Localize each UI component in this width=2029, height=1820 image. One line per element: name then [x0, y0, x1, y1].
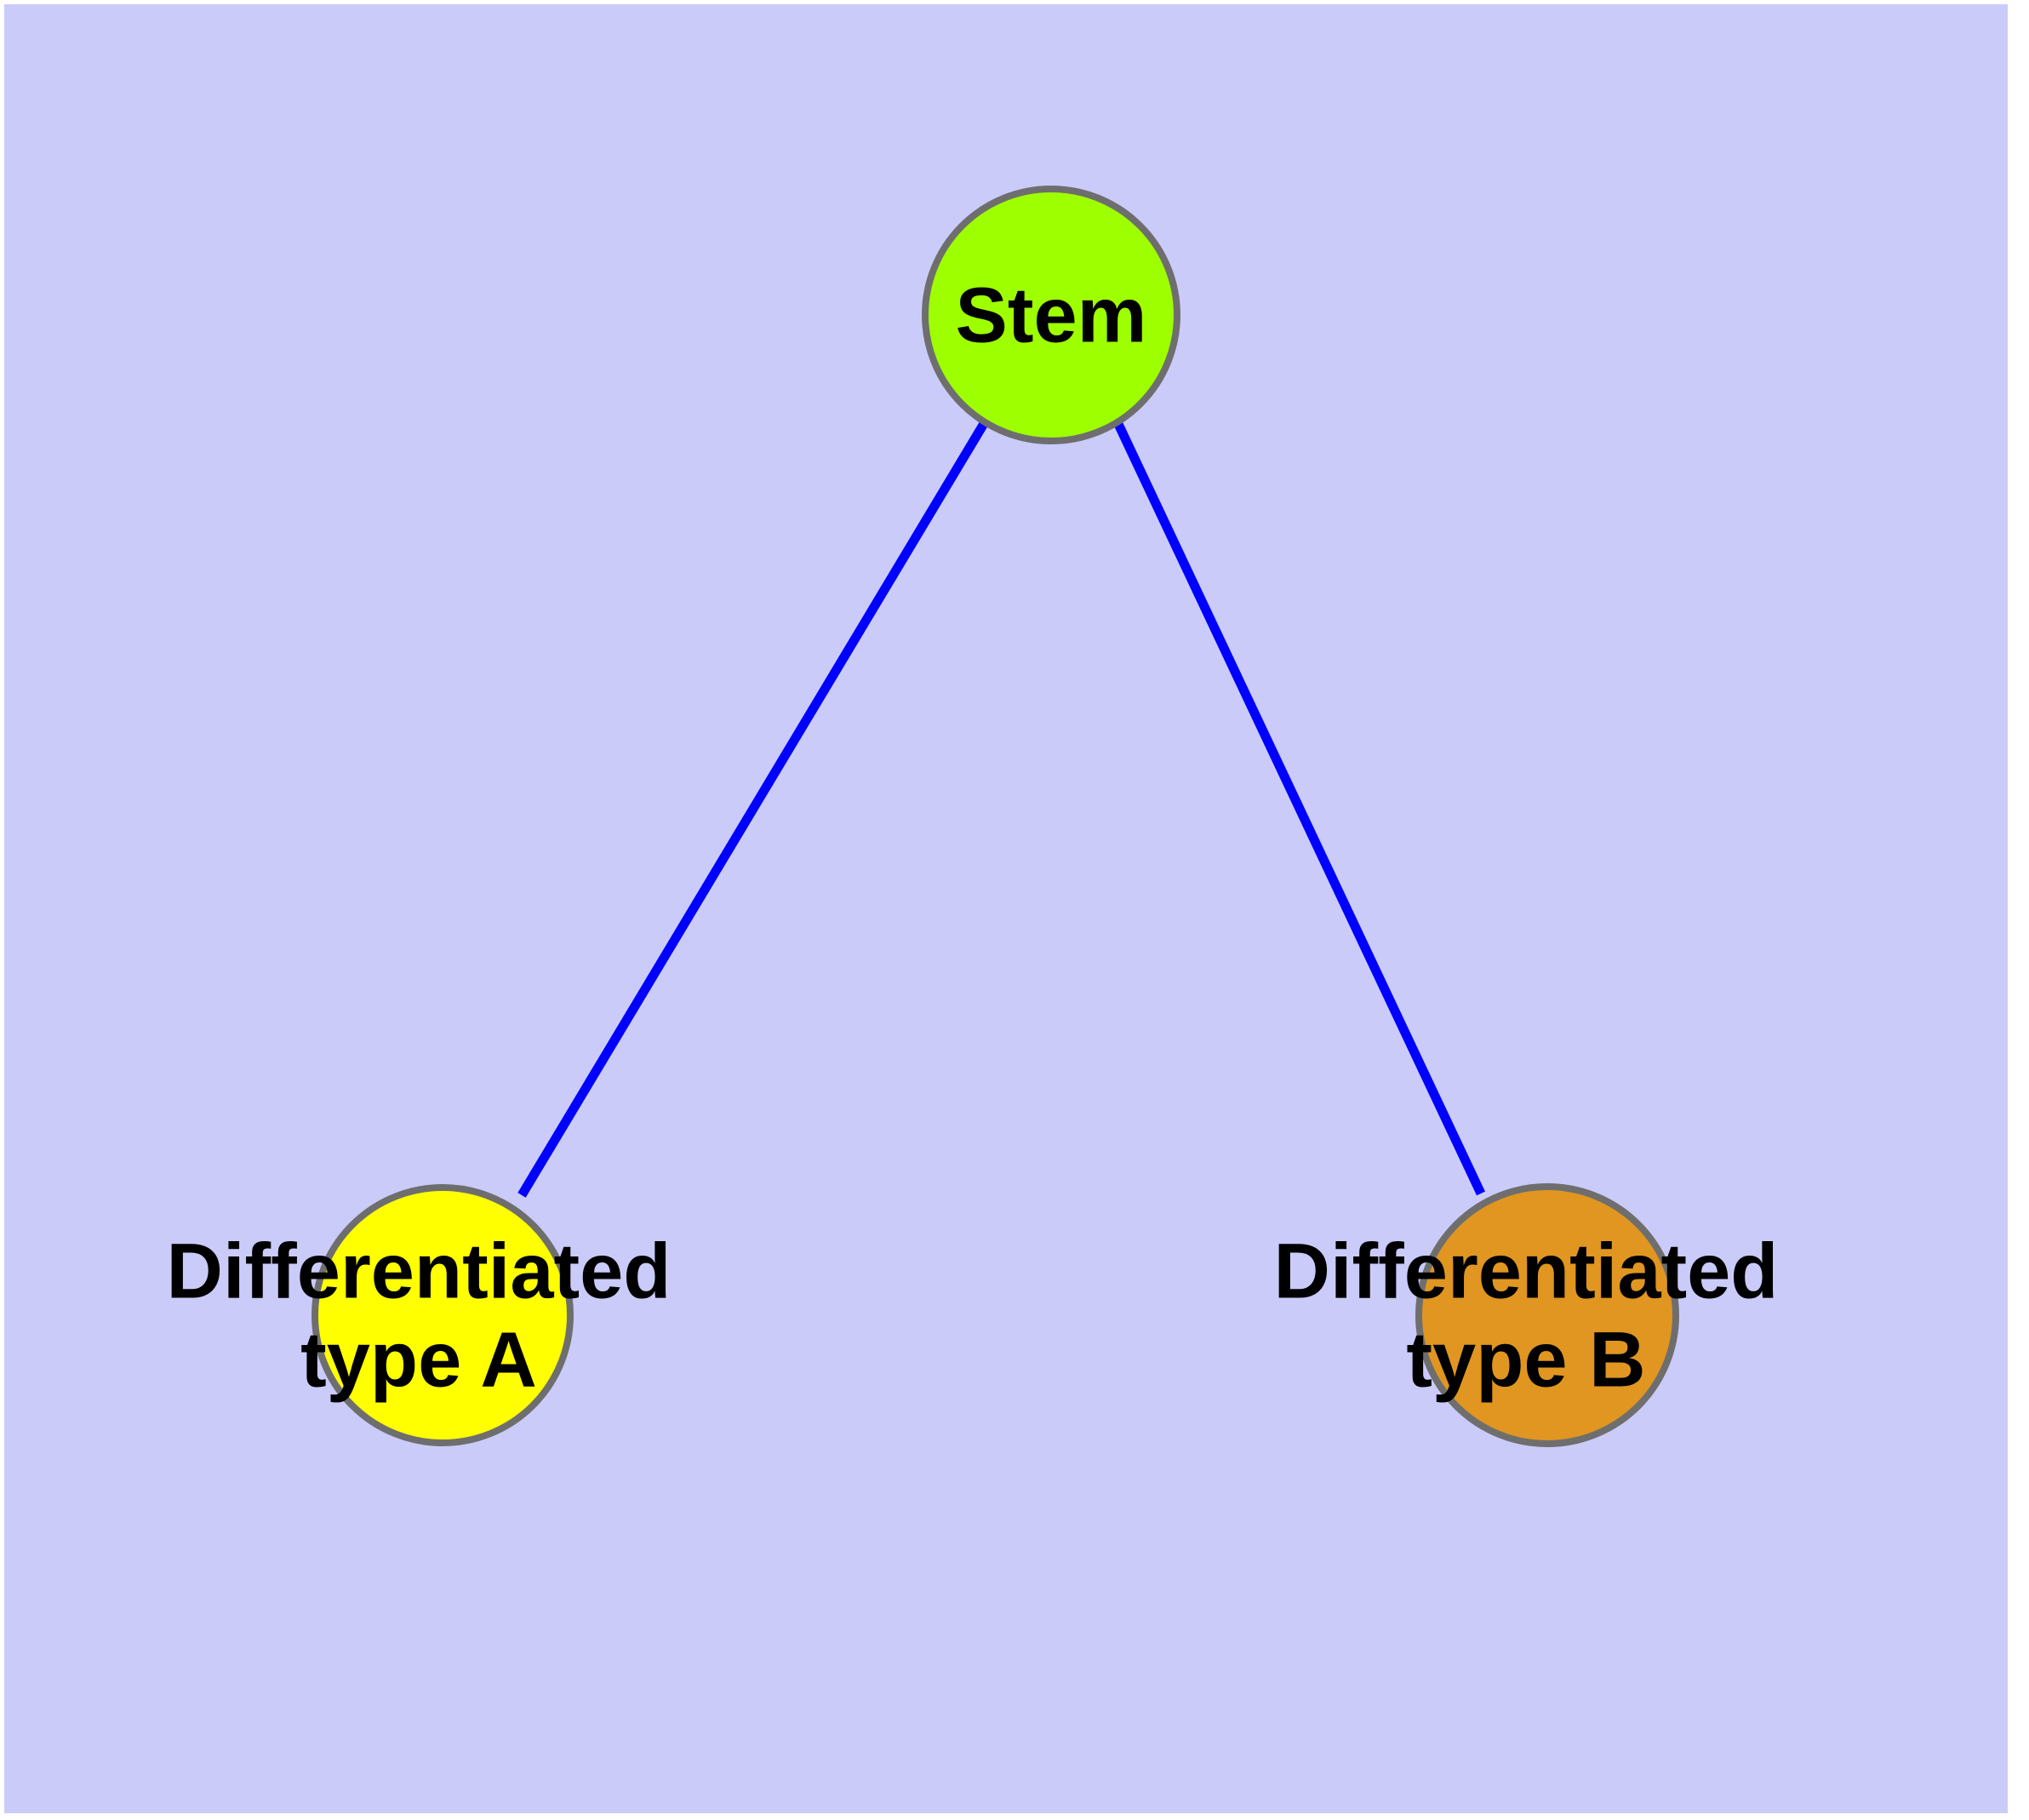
label-line: Stem — [956, 272, 1147, 358]
nodes-layer — [311, 186, 1679, 1447]
graph-node-diff_b[interactable] — [1415, 1183, 1679, 1447]
label-line: type B — [1406, 1316, 1645, 1403]
graph-node-diff_a[interactable] — [311, 1184, 574, 1446]
label-line: type A — [300, 1316, 537, 1403]
graph-node-label-stem: Stem — [956, 272, 1147, 358]
label-line: Differentiated — [167, 1228, 672, 1314]
edges-layer — [517, 420, 1485, 1198]
graph-edge[interactable] — [1113, 420, 1485, 1196]
label-line: Differentiated — [1274, 1228, 1779, 1314]
graph-node-stem[interactable] — [922, 186, 1180, 444]
graph-edge[interactable] — [517, 420, 989, 1198]
